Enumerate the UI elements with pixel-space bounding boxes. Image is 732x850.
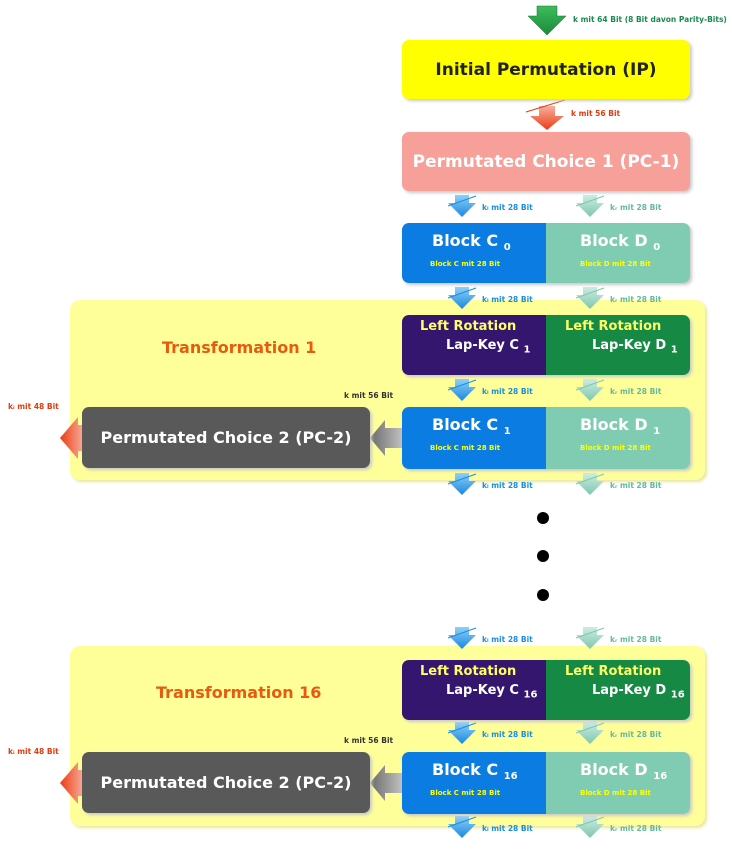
arrow-d-6 [576,816,604,838]
block-c0-sub: Block C mit 28 Bit [430,260,501,268]
line-label-d-0: kᵣ mit 28 Bit [610,203,662,212]
block-c0-d0: Block C 0 Block C mit 28 Bit Block D 0 B… [402,223,690,283]
arrow-d-1 [576,287,604,309]
arrow-c-4 [448,627,476,649]
rotation-d1-key: Lap-Key D 1 [592,338,678,356]
transformation-16-title: Transformation 16 [156,683,322,702]
block-d1-sub: Block D mit 28 Bit [580,444,651,452]
arrow-d-4 [576,627,604,649]
arrow-d-3 [576,473,604,495]
arrow-c-6 [448,816,476,838]
arrow-d-5 [576,722,604,744]
block-d16-sub: Block D mit 28 Bit [580,789,651,797]
line-label-c-5: kₗ mit 28 Bit [482,730,533,739]
input-arrow [527,5,567,36]
pc2-output-arrow-16 [60,762,84,804]
line-label-c-6: kₗ mit 28 Bit [482,824,533,833]
arrow-c-3 [448,473,476,495]
arrow-slash-c-1 [447,287,477,299]
ellipsis-dot-2 [537,550,549,562]
arrow-slash-c-4 [447,627,477,639]
arrow-c-5 [448,722,476,744]
arrow-slash-c-3 [447,473,477,485]
pc2-output-label-16: kᵢ mit 48 Bit [8,747,59,756]
transformation-1-title: Transformation 1 [162,338,317,357]
arrow-slash-d-3 [575,473,605,485]
block-c1-d1: Block C 1 Block C mit 28 Bit Block D 1 B… [402,407,690,469]
rotation-d1-title: Left Rotation [565,319,662,334]
rotation-c1-title: Left Rotation [420,319,517,334]
to-pc2-label-16: k mit 56 Bit [344,736,394,745]
arrow-c-2 [448,379,476,401]
block-d0-sub: Block D mit 28 Bit [580,260,651,268]
pc1-label: Permutated Choice 1 (PC-1) [412,152,680,172]
rotation-row-1: Left Rotation Lap-Key C 1 Left Rotation … [402,315,690,375]
input-key-label: k mit 64 Bit (8 Bit davon Parity-Bits) [573,15,727,24]
arrow-slash-d-4 [575,627,605,639]
arrow-slash-c-0 [447,195,477,207]
line-label-d-6: kᵣ mit 28 Bit [610,824,662,833]
ip-to-pc1-arrow [525,99,566,130]
arrow-c-1 [448,287,476,309]
rotation-c1-key: Lap-Key C 1 [446,338,531,356]
line-label-d-1: kᵣ mit 28 Bit [610,295,662,304]
arrow-slash-d-6 [575,816,605,828]
line-label-c-3: kₗ mit 28 Bit [482,481,533,490]
to-pc2-label-1: k mit 56 Bit [344,391,394,400]
pc1-box: Permutated Choice 1 (PC-1) [402,132,690,191]
arrow-slash-c-2 [447,379,477,391]
arrow-slash-d-0 [575,195,605,207]
arrow-slash-d-5 [575,722,605,734]
line-label-c-4: kₗ mit 28 Bit [482,635,533,644]
initial-permutation-box: Initial Permutation (IP) [402,40,690,99]
block-c0-title: Block C 0 [432,231,511,254]
pc2-label-16: Permutated Choice 2 (PC-2) [100,773,352,792]
arrow-slash-c-5 [447,722,477,734]
line-label-d-2: kᵣ mit 28 Bit [610,387,662,396]
arrow-c-0 [448,195,476,217]
pc2-output-arrow-1 [60,417,84,459]
arrow-d-0 [576,195,604,217]
line-label-c-0: kₗ mit 28 Bit [482,203,533,212]
block-to-pc2-arrow-1 [370,420,402,456]
rotation-c16-key: Lap-Key C 16 [446,683,538,701]
pc2-label-1: Permutated Choice 2 (PC-2) [100,428,352,447]
ellipsis-dot-3 [537,589,549,601]
line-label-c-1: kₗ mit 28 Bit [482,295,533,304]
block-to-pc2-arrow-16 [370,765,402,801]
arrow-slash-d-1 [575,287,605,299]
arrow-slash-d-2 [575,379,605,391]
line-label-d-3: kᵣ mit 28 Bit [610,481,662,490]
pc2-box-1: Permutated Choice 2 (PC-2) [82,407,370,468]
after-ip-label: k mit 56 Bit [571,109,621,118]
pc2-box-16: Permutated Choice 2 (PC-2) [82,752,370,813]
arrow-pairs [447,195,605,838]
block-d0-title: Block D 0 [580,231,661,254]
rotation-c16-title: Left Rotation [420,664,517,679]
line-label-c-2: kₗ mit 28 Bit [482,387,533,396]
block-c1-title: Block C 1 [432,415,511,438]
block-c16-sub: Block C mit 28 Bit [430,789,501,797]
block-d16-title: Block D 16 [580,760,668,783]
block-c16-title: Block C 16 [432,760,518,783]
line-label-d-4: kᵣ mit 28 Bit [610,635,662,644]
initial-permutation-label: Initial Permutation (IP) [435,60,657,80]
block-d1-title: Block D 1 [580,415,661,438]
rotation-row-16: Left Rotation Lap-Key C 16 Left Rotation… [402,660,690,720]
rotation-d16-key: Lap-Key D 16 [592,683,685,701]
block-c1-sub: Block C mit 28 Bit [430,444,501,452]
line-label-d-5: kᵣ mit 28 Bit [610,730,662,739]
ellipsis-dot-1 [537,512,549,524]
block-c16-d16: Block C 16 Block C mit 28 Bit Block D 16… [402,752,690,814]
pc2-output-label-1: kᵢ mit 48 Bit [8,402,59,411]
arrow-d-2 [576,379,604,401]
rotation-d16-title: Left Rotation [565,664,662,679]
arrow-slash-c-6 [447,816,477,828]
